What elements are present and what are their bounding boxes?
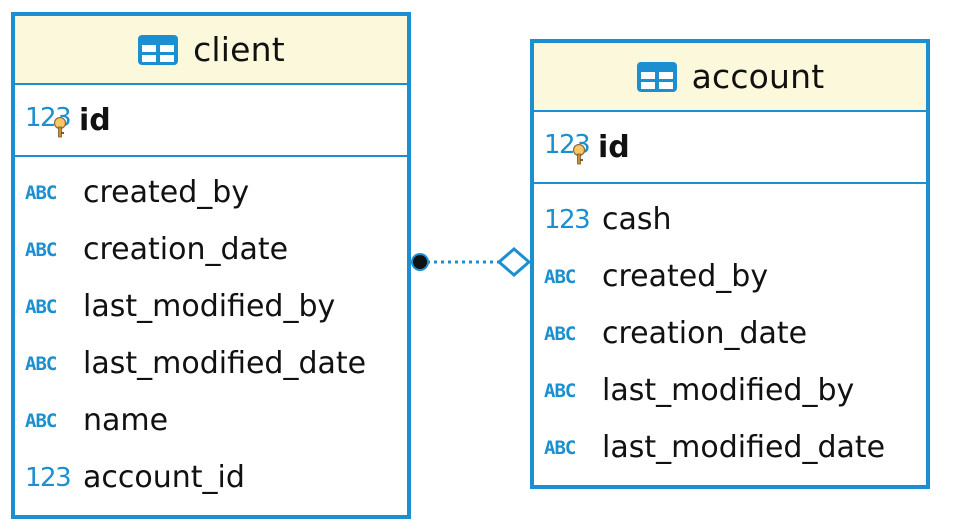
column-list: ABC created_by ABC creation_date ABC las… [15, 157, 407, 506]
entity-client[interactable]: client 123 id ABC created_by ABC creatio… [11, 12, 411, 519]
column-row[interactable]: ABC created_by [15, 164, 407, 221]
column-list: 123 cash ABC created_by ABC creation_dat… [534, 184, 926, 476]
filled-circle-end-icon [411, 253, 429, 271]
primary-key-type: 123 [25, 101, 77, 139]
text-type-icon: ABC [544, 379, 576, 402]
column-row[interactable]: ABC last_modified_date [534, 419, 926, 476]
column-name: id [79, 102, 111, 138]
primary-key-row[interactable]: 123 id [15, 85, 407, 157]
column-row[interactable]: 123 cash [534, 191, 926, 248]
column-row[interactable]: ABC last_modified_date [15, 335, 407, 392]
numeric-type-icon: 123 [544, 204, 591, 235]
column-name: created_by [83, 175, 250, 210]
column-name: last_modified_by [83, 289, 336, 324]
column-name: creation_date [602, 316, 808, 351]
text-type-icon: ABC [25, 409, 57, 432]
primary-key-type: 123 [544, 128, 596, 166]
column-row[interactable]: ABC creation_date [534, 305, 926, 362]
entity-header[interactable]: account [534, 43, 926, 112]
text-type-icon: ABC [544, 436, 576, 459]
numeric-type-icon: 123 [25, 462, 72, 493]
column-name: creation_date [83, 232, 289, 267]
primary-key-icon [53, 117, 67, 138]
column-row[interactable]: 123 account_id [15, 449, 407, 506]
text-type-icon: ABC [544, 322, 576, 345]
column-name: id [598, 129, 630, 165]
column-name: account_id [83, 460, 245, 495]
numeric-type-icon: 123 [544, 130, 591, 160]
text-type-icon: ABC [544, 265, 576, 288]
column-row[interactable]: ABC creation_date [15, 221, 407, 278]
column-row[interactable]: ABC last_modified_by [534, 362, 926, 419]
text-type-icon: ABC [25, 238, 57, 261]
text-type-icon: ABC [25, 352, 57, 375]
table-icon [137, 34, 179, 66]
primary-key-icon [572, 144, 586, 165]
entity-header[interactable]: client [15, 16, 407, 85]
primary-key-row[interactable]: 123 id [534, 112, 926, 184]
table-icon [636, 61, 678, 93]
text-type-icon: ABC [25, 295, 57, 318]
column-name: last_modified_date [83, 346, 367, 381]
column-row[interactable]: ABC last_modified_by [15, 278, 407, 335]
entity-title: account [691, 57, 825, 96]
column-name: name [83, 403, 169, 438]
column-name: created_by [602, 259, 769, 294]
column-name: last_modified_date [602, 430, 886, 465]
hollow-diamond-end-icon [496, 247, 532, 277]
column-row[interactable]: ABC name [15, 392, 407, 449]
column-row[interactable]: ABC created_by [534, 248, 926, 305]
entity-account[interactable]: account 123 id 123 cash ABC created_by [530, 39, 930, 489]
column-name: last_modified_by [602, 373, 855, 408]
column-name: cash [602, 202, 672, 237]
numeric-type-icon: 123 [25, 103, 72, 133]
entity-title: client [193, 30, 285, 69]
text-type-icon: ABC [25, 181, 57, 204]
